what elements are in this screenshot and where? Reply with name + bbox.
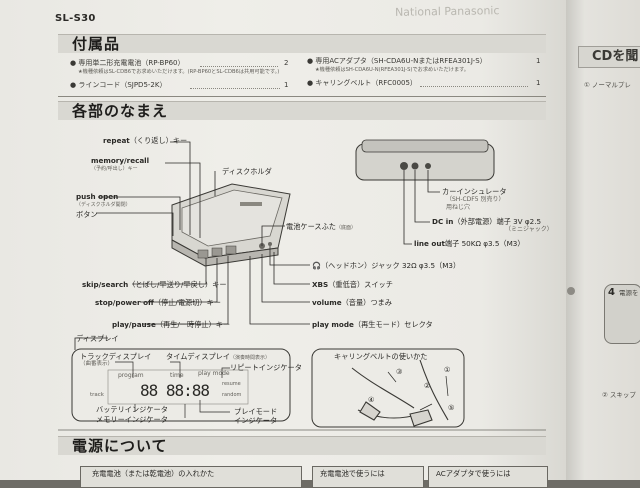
display-panel-box xyxy=(71,348,291,422)
accessory-item: ● 専用単二形充電電池（RP-BP60） xyxy=(70,59,185,67)
power-heading-band xyxy=(58,436,546,455)
label-repeat: repeat（くり返し）キー xyxy=(103,136,188,145)
display-play-mode: play mode xyxy=(198,370,230,377)
label-memory-indicator: メモリーインジケータ xyxy=(96,415,168,424)
model-number: SL-S30 xyxy=(55,13,96,24)
label-memory-recall: memory/recall xyxy=(91,156,150,165)
label-disc-holder: ディスクホルダ xyxy=(222,167,272,176)
label-line-out: line out端子 50KΩ φ3.5（M3） xyxy=(414,239,525,248)
right-page-line-2: ② スキップ xyxy=(602,391,636,399)
accessory-count: 1 xyxy=(284,81,289,89)
label-track-display-jp: （曲番表示） xyxy=(80,361,114,367)
label-headphones-jack: 🎧（ヘッドホン）ジャック 32Ω φ3.5（M3） xyxy=(312,261,461,270)
right-page-line-1: ① ノーマルプレ xyxy=(584,81,631,89)
label-time-display: タイムディスプレイ（演奏時間表示） xyxy=(166,352,271,361)
accessories-title: 付属品 xyxy=(72,35,121,53)
label-play-mode: play mode（再生モード）セレクタ xyxy=(312,320,433,329)
label-push-open: push open xyxy=(76,192,119,201)
right-page-title: CDを聞 xyxy=(592,49,639,64)
belt-step-4: ④ xyxy=(368,395,375,404)
belt-step-1: ① xyxy=(444,365,451,374)
label-play-mode-indicator-2: インジケータ xyxy=(234,416,278,425)
accessory-item: ● 専用ACアダプタ（SH-CDA6U-NまたはRFEA301J-S） xyxy=(307,57,487,65)
display-program: program xyxy=(118,372,144,379)
power-subtitle-3: ACアダプタで使うには xyxy=(436,469,511,478)
cd-player-illustration xyxy=(171,183,291,267)
power-subtitle-2: 充電電池で使うには xyxy=(320,469,385,478)
label-car-insulator-hole: 用ねじ穴 xyxy=(446,204,471,211)
leader-dots xyxy=(420,86,528,87)
label-belt-title: キャリングベルトの使いかた xyxy=(334,352,428,361)
accessory-count: 1 xyxy=(536,79,541,87)
belt-step-5: ⑤ xyxy=(448,403,455,412)
label-play-pause: play/pause（再生/一時停止）キー xyxy=(112,320,231,329)
label-display: ディスプレイ xyxy=(76,334,119,343)
accessory-count: 1 xyxy=(536,57,541,65)
accessory-item: ● ラインコード（SJPD5-2K） xyxy=(70,81,167,89)
label-volume: volume（音量）つまみ xyxy=(312,298,392,307)
right-page-step4-box xyxy=(604,284,640,344)
accessories-list xyxy=(58,54,546,97)
display-time: time xyxy=(170,372,184,379)
leader-dots xyxy=(190,88,280,89)
accessory-note: ★機種依頼はSH-CDA6U-N(RFEA301J-S)でお求めいただけます。 xyxy=(315,67,469,73)
label-battery-cover: 電池ケースふた（底面） xyxy=(286,222,356,231)
side-view-illustration xyxy=(355,139,495,181)
label-car-insulator: カーインシュレータ xyxy=(442,187,507,196)
label-xbs: XBS（重低音）スイッチ xyxy=(312,280,393,289)
label-battery-indicator: バッテリインジケータ xyxy=(96,405,168,414)
right-page-step4-text: 電源を xyxy=(619,289,639,297)
belt-panel-box xyxy=(311,348,465,428)
label-play-mode-indicator: プレイモード xyxy=(234,407,278,416)
label-dc-in: DC in（外部電源）端子 3V φ2.5 xyxy=(432,217,542,226)
display-digits: 88 88:88 xyxy=(140,381,210,400)
label-track-display: トラックディスプレイ xyxy=(80,352,152,361)
accessory-count: 2 xyxy=(284,59,289,67)
power-title: 電源について xyxy=(72,437,168,455)
accessories-heading-band xyxy=(58,34,546,53)
headphones-icon: 🎧 xyxy=(312,261,321,270)
accessory-note: ★機種依頼はSL-CDB6でお求めいただけます。(RP-BP60とSL-CDB6… xyxy=(78,69,280,75)
right-page-step4-number: 4 xyxy=(608,287,615,298)
label-push-open-jp: （ディスクホルダ開閉） xyxy=(76,202,131,208)
right-page-heading xyxy=(578,46,640,68)
label-car-insulator-model: （SH-CDF5 別売り） xyxy=(446,196,505,203)
display-resume: resume xyxy=(222,381,241,387)
parts-title: 各部のなまえ xyxy=(72,102,169,120)
right-page xyxy=(566,0,640,480)
label-skip-search: skip/search（とばし/早送り/早戻し）キー xyxy=(82,280,227,289)
label-dc-in-mini: （ミニジャック） xyxy=(505,226,553,233)
parts-heading-band xyxy=(58,101,546,120)
display-track: track xyxy=(90,392,104,398)
binder-hole xyxy=(567,287,575,295)
label-button: ボタン xyxy=(76,210,98,219)
belt-step-3: ③ xyxy=(396,367,403,376)
label-memory-jp: （予約/呼出し）キー xyxy=(91,166,138,172)
power-subtitle-1: 充電電池（または乾電池）の入れかた xyxy=(92,469,215,478)
label-repeat-indicator: リピートインジケータ xyxy=(230,363,302,372)
accessory-item: ● キャリングベルト（RFC0005） xyxy=(307,79,417,87)
label-stop-power-off: stop/power off（停止/電源切）キー xyxy=(95,298,221,307)
display-random: random xyxy=(222,392,242,398)
leader-dots xyxy=(200,66,278,67)
belt-step-2: ② xyxy=(424,381,431,390)
